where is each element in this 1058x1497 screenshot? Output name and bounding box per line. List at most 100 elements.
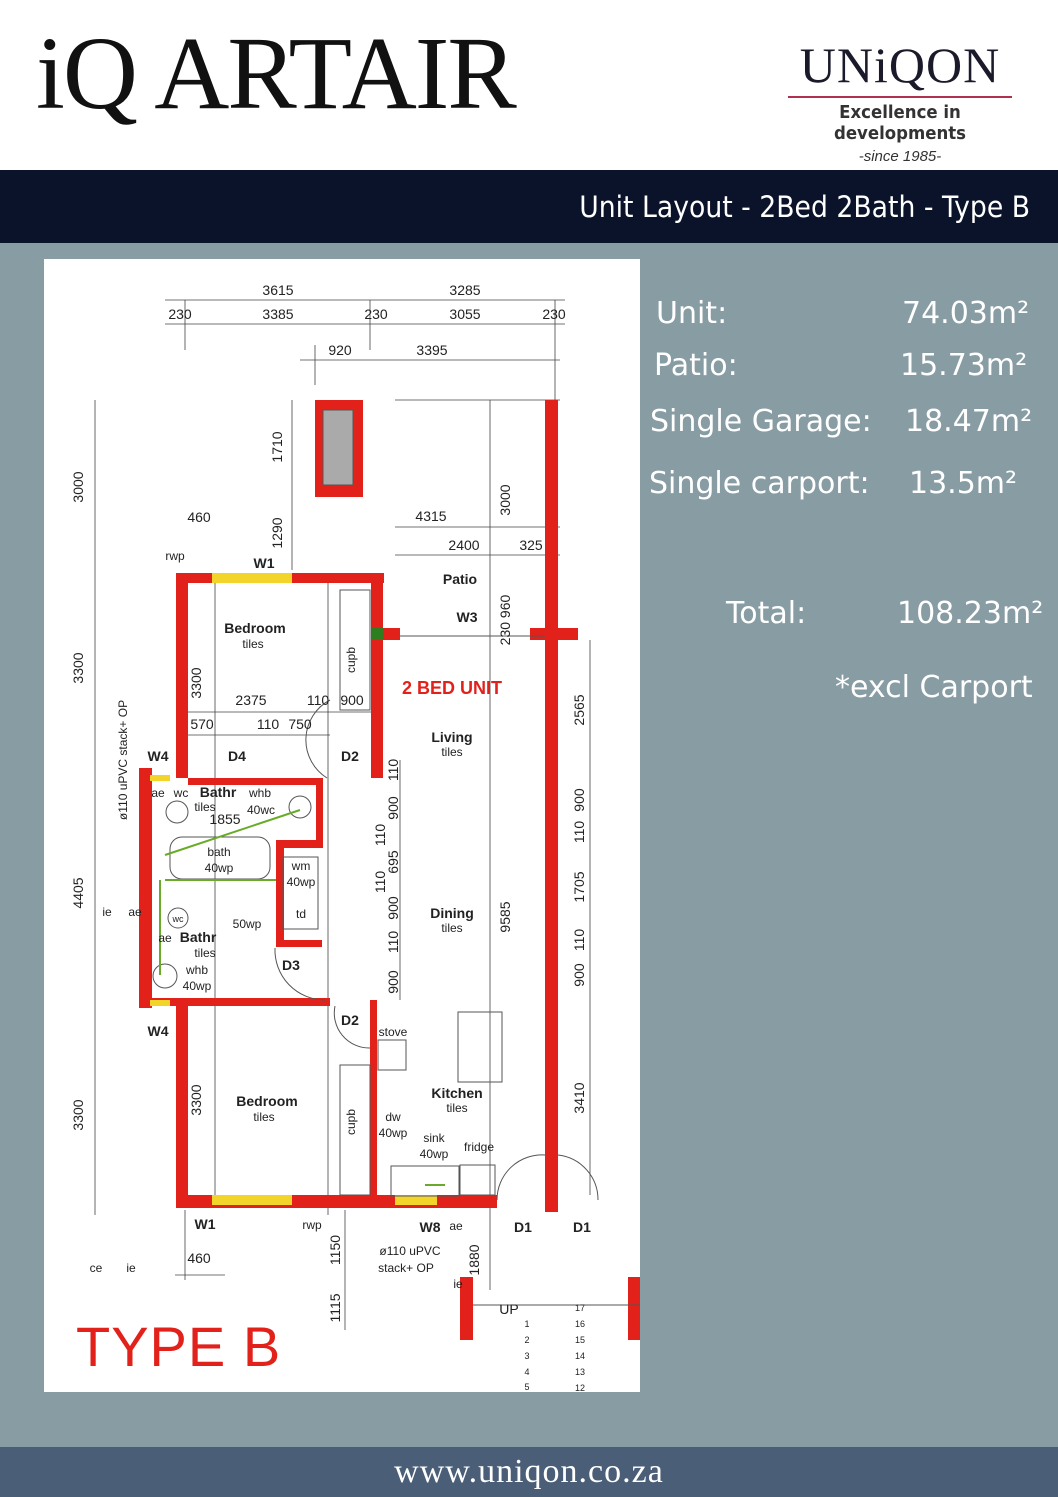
plan-label: 1290 — [269, 517, 285, 548]
plan-label: 3000 — [497, 484, 513, 515]
stair-number: 14 — [575, 1351, 585, 1361]
brand-tagline: Excellence in developments — [833, 102, 967, 144]
fixtures — [150, 409, 640, 1306]
stair-number: 17 — [575, 1303, 585, 1313]
plan-label: D2 — [341, 1012, 359, 1028]
plan-label: 1115 — [327, 1293, 343, 1322]
stair-number: 12 — [575, 1383, 585, 1392]
unit-area-label: Unit: — [656, 296, 728, 331]
plan-label: 750 — [288, 716, 312, 732]
stair-number: 13 — [575, 1367, 585, 1377]
plan-label: 110 — [385, 931, 401, 954]
plan-label: td — [296, 907, 306, 921]
plan-label: tiles — [441, 921, 462, 935]
plan-label: Bathr — [180, 929, 217, 945]
plan-label: 3300 — [70, 652, 86, 683]
stair-number: 4 — [524, 1367, 529, 1377]
plan-label: 230 960 — [497, 594, 513, 645]
plan-label: 3055 — [449, 306, 480, 322]
plan-label: 110 — [385, 759, 401, 782]
plan-label: 460 — [187, 1250, 211, 1266]
garage-area-value: 18.47m² — [905, 404, 1033, 439]
stair-number: 3 — [524, 1351, 529, 1361]
plan-label: tiles — [446, 1101, 467, 1115]
brand-divider — [788, 96, 1012, 98]
plan-label: W4 — [148, 748, 169, 764]
plan-label: 110 — [307, 692, 330, 708]
plan-label: 50wp — [233, 917, 262, 931]
plan-label: 40wp — [183, 979, 212, 993]
plan-label: Bedroom — [236, 1093, 297, 1109]
page-title: Unit Layout - 2Bed 2Bath - Type B — [579, 190, 1030, 224]
title-bar: Unit Layout - 2Bed 2Bath - Type B — [0, 170, 1058, 243]
plan-label: 110 — [257, 716, 280, 732]
plan-label: D4 — [228, 748, 246, 764]
plan-label: 2 BED UNIT — [402, 678, 502, 698]
plan-label: W8 — [420, 1219, 441, 1235]
plan-label: rwp — [302, 1218, 322, 1232]
plan-label: 900 — [571, 788, 587, 812]
plan-label: 40wp — [420, 1147, 449, 1161]
plan-label: Bathr — [200, 784, 237, 800]
unit-type-label: TYPE B — [76, 1315, 282, 1378]
plan-label: Patio — [443, 571, 477, 587]
plan-label: 40wc — [247, 803, 275, 817]
plan-label: D3 — [282, 957, 300, 973]
plan-label: 570 — [190, 716, 214, 732]
unit-area-value: 74.03m² — [902, 296, 1030, 331]
plan-label: ie — [126, 1261, 136, 1275]
footer: www.uniqon.co.za — [0, 1447, 1058, 1497]
plan-label: 3285 — [449, 282, 480, 298]
plan-label: tiles — [253, 1110, 274, 1124]
plan-label: 325 — [519, 537, 543, 553]
plan-label: 900 — [385, 970, 401, 994]
plan-label: tiles — [441, 745, 462, 759]
plan-label: stack+ OP — [378, 1261, 434, 1275]
plan-label: tiles — [194, 946, 215, 960]
plan-label: rwp — [165, 549, 185, 563]
website-link[interactable]: www.uniqon.co.za — [394, 1453, 664, 1490]
plan-label: 3300 — [188, 667, 204, 698]
plan-label: 4405 — [70, 877, 86, 908]
plan-label: 1705 — [571, 871, 587, 902]
plan-label: ø110 uPVC stack+ OP — [116, 700, 130, 820]
plan-label: wc — [173, 786, 189, 800]
plan-label: fridge — [464, 1140, 494, 1154]
stair-number: 15 — [575, 1335, 585, 1345]
plan-label: tiles — [242, 637, 263, 651]
plan-label: 1150 — [327, 1235, 343, 1265]
patio-area-label: Patio: — [654, 348, 738, 383]
plan-label: 110 — [571, 821, 587, 844]
plan-label: UP — [499, 1301, 518, 1317]
plan-label: ie — [102, 905, 112, 919]
plan-label: 900 — [385, 796, 401, 820]
plan-label: D1 — [573, 1219, 591, 1235]
plan-label: 3615 — [262, 282, 293, 298]
stair-number: 5 — [524, 1382, 529, 1392]
plan-label: 3300 — [188, 1084, 204, 1115]
plan-label: Dining — [430, 905, 474, 921]
plan-label: W3 — [457, 609, 478, 625]
plan-label: 3300 — [70, 1099, 86, 1130]
plan-label: 230 — [168, 306, 192, 322]
plan-label: ie — [453, 1277, 463, 1291]
plan-label: 900 — [571, 963, 587, 987]
plan-label: ae — [151, 786, 165, 800]
plan-label: 2375 — [235, 692, 266, 708]
plan-label: stove — [379, 1025, 408, 1039]
plan-label: 900 — [340, 692, 364, 708]
plan-label: whb — [185, 963, 208, 977]
walls — [139, 400, 640, 1340]
plan-label: W4 — [148, 1023, 169, 1039]
plan-label: D1 — [514, 1219, 532, 1235]
plan-label: 460 — [187, 509, 211, 525]
project-logo: iQ ARTAIR — [36, 16, 517, 131]
plan-label: Living — [431, 729, 472, 745]
garage-area-label: Single Garage: — [650, 404, 872, 439]
brand-logo: UNiQON Excellence in developments -since… — [760, 40, 1040, 165]
plan-label: 2565 — [571, 694, 587, 725]
plan-label: ae — [128, 905, 142, 919]
plan-label: W1 — [195, 1216, 216, 1232]
